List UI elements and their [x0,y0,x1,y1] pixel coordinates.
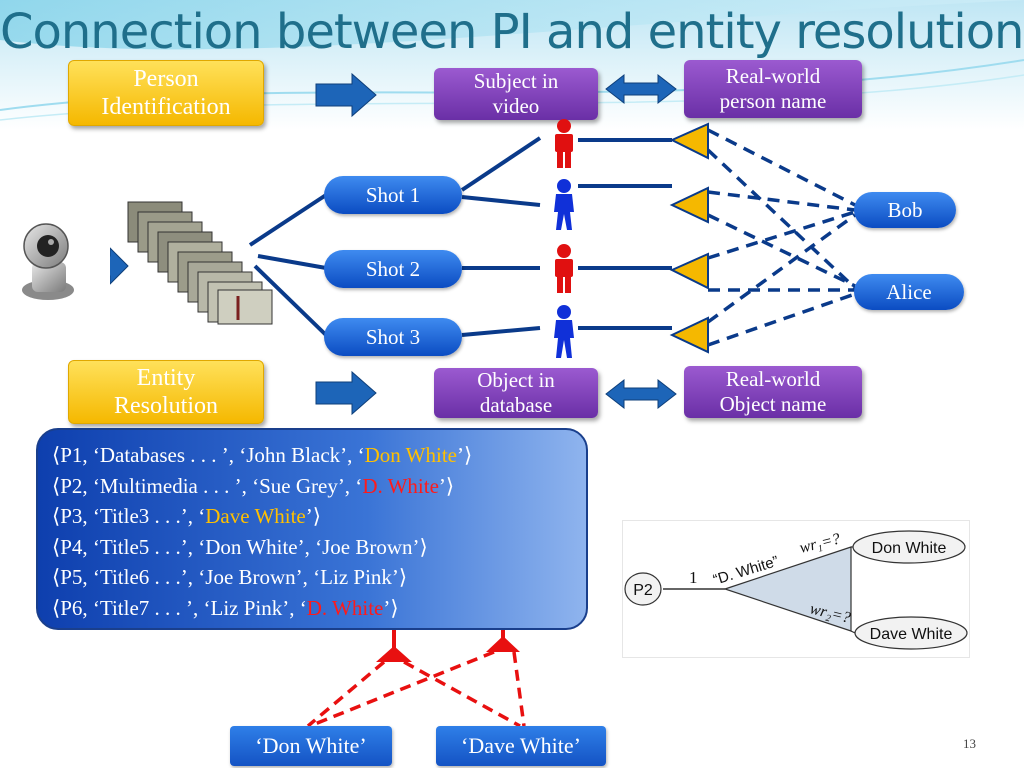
inset-don-white: Don White [872,540,947,557]
record-row: ⟨P4, ‘Title5 . . .’, ‘Don White’, ‘Joe B… [52,532,572,563]
record-row: ⟨P3, ‘Title3 . . .’, ‘Dave White’⟩ [52,501,572,532]
triangle-nodes [669,122,709,354]
inset-graph: P2 1 “D. White” wr₁=? wr₂=? Don White Da… [622,520,970,658]
object-in-database-box: Object in database [434,368,598,418]
record-suffix: ’⟩ [438,473,455,498]
person-icon-4 [554,305,574,358]
name-bob-pill: Bob [854,192,956,228]
record-text: ⟨P1, ‘Databases . . . ’, ‘John Black’, ‘ [52,443,365,467]
video-frames-icon [127,201,273,325]
shot-2-pill: Shot 2 [324,250,462,288]
record-suffix: ’⟩ [383,595,399,620]
records-panel: ⟨P1, ‘Databases . . . ’, ‘John Black’, ‘… [36,428,588,630]
er-arrow [315,370,377,416]
shot-1-pill: Shot 1 [324,176,462,214]
entity-resolution-box: Entity Resolution [68,360,264,424]
record-text: ⟨P2, ‘Multimedia . . . ’, ‘Sue Grey’, ‘ [52,473,363,498]
page-number: 13 [963,736,976,751]
record-row: ⟨P5, ‘Title6 . . .’, ‘Joe Brown’, ‘Liz P… [52,562,572,593]
slide-title: Connection between PI and entity resolut… [0,4,1024,60]
record-suffix: ’⟩ [456,443,473,467]
webcam-icon [14,222,110,310]
triangle-node-icon-3 [669,252,709,290]
inset-p2-label: P2 [633,582,653,599]
realworld-person-name-box: Real-world person name [684,60,862,118]
record-row: ⟨P2, ‘Multimedia . . . ’, ‘Sue Grey’, ‘D… [52,471,572,502]
inset-graph-svg: P2 1 “D. White” wr₁=? wr₂=? Don White Da… [624,530,968,650]
person-icon-1 [555,119,573,168]
subject-in-video-box: Subject in video [434,68,598,120]
name-alice-pill: Alice [854,274,964,310]
record-row: ⟨P6, ‘Title7 . . . ’, ‘Liz Pink’, ‘D. Wh… [52,593,572,624]
subject-name-double-arrow [605,73,677,105]
shot-3-pill: Shot 3 [324,318,462,356]
record-highlight: D. White [306,595,384,620]
record-text: ⟨P3, ‘Title3 . . .’, ‘ [52,504,206,528]
person-icon-2 [554,179,574,230]
record-row: ⟨P1, ‘Databases . . . ’, ‘John Black’, ‘… [52,440,572,471]
pi-arrow [315,72,377,118]
realworld-object-name-box: Real-world Object name [684,366,862,418]
record-highlight: Dave White [205,504,306,528]
candidate-links [706,128,857,347]
person-icon-3 [555,244,573,293]
record-highlight: D. White [362,473,439,498]
inset-dave-white: Dave White [870,626,953,643]
triangle-node-icon-2 [669,186,709,224]
record-suffix: ’⟩ [305,504,321,528]
entity-don-white-box: ‘Don White’ [230,726,392,766]
entity-dave-white-box: ‘Dave White’ [436,726,606,766]
record-highlight: Don White [364,443,457,467]
person-identification-box: Person Identification [68,60,264,126]
shot-links [248,136,672,337]
record-text: ⟨P5, ‘Title6 . . .’, ‘Joe Brown’, ‘Liz P… [52,565,408,589]
record-text: ⟨P4, ‘Title5 . . .’, ‘Don White’, ‘Joe B… [52,534,428,559]
inset-edge-weight: 1 [689,568,698,587]
object-name-double-arrow [605,378,677,410]
record-text: ⟨P6, ‘Title7 . . . ’, ‘Liz Pink’, ‘ [52,595,307,620]
triangle-node-icon-1 [669,122,709,160]
triangle-node-icon-4 [669,316,709,354]
